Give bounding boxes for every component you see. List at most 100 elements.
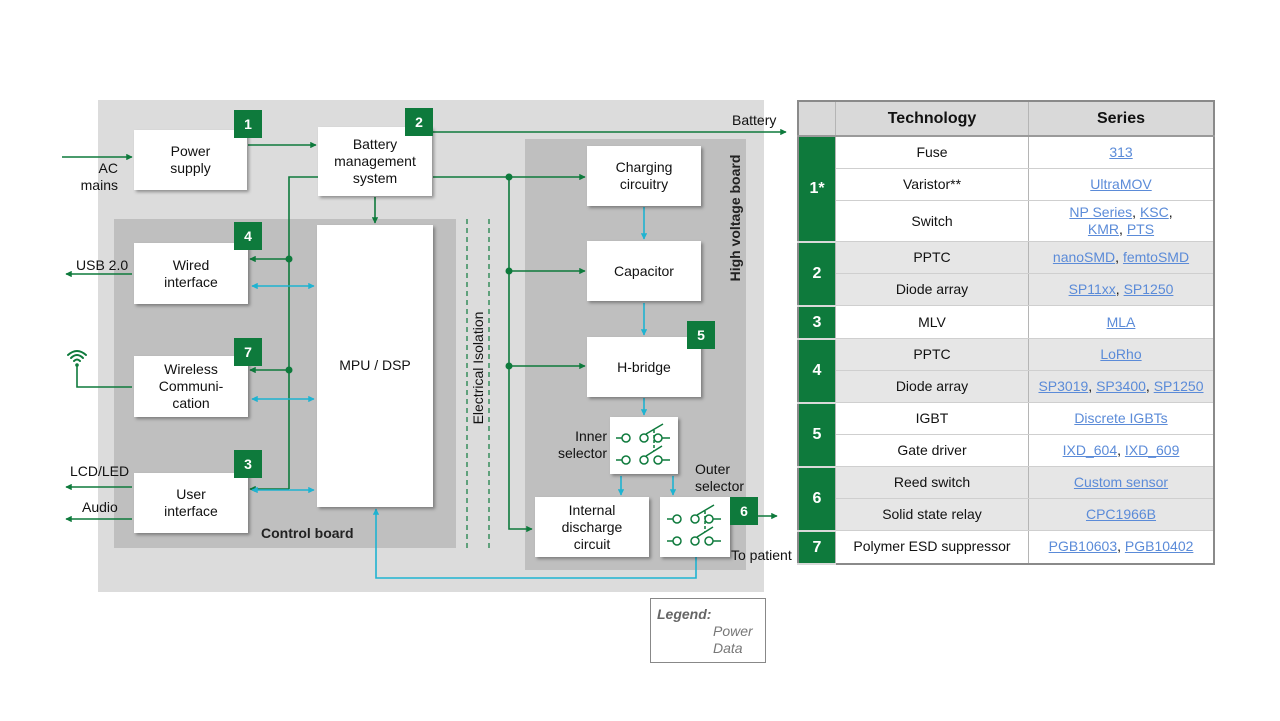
series-cell: SP11xx, SP1250	[1028, 273, 1215, 306]
discharge-block: Internal discharge circuit	[535, 497, 649, 557]
series-link[interactable]: IXD_604	[1062, 442, 1118, 458]
bms-block: Battery management system	[318, 127, 432, 196]
mpu-dsp-block: MPU / DSP	[317, 225, 433, 507]
series-link[interactable]: LoRho	[1100, 346, 1142, 362]
wired-interface-label: Wired interface	[164, 256, 218, 290]
technology-cell: PPTC	[835, 241, 1029, 274]
series-link[interactable]: IXD_609	[1124, 442, 1180, 458]
capacitor-block: Capacitor	[587, 241, 701, 301]
technology-cell: IGBT	[835, 402, 1029, 435]
series-link[interactable]: femtoSMD	[1122, 249, 1190, 265]
series-link[interactable]: PTS	[1126, 221, 1155, 237]
series-link[interactable]: Discrete IGBTs	[1074, 410, 1168, 426]
series-link[interactable]: SP11xx	[1068, 281, 1116, 297]
series-cell: nanoSMD, femtoSMD	[1028, 241, 1215, 274]
series-cell: IXD_604, IXD_609	[1028, 434, 1215, 467]
legend-data: Data	[713, 640, 743, 656]
badge-wireless: 7	[234, 338, 262, 366]
switch-icon	[616, 422, 670, 465]
badge-user-interface: 3	[234, 450, 262, 478]
series-link[interactable]: 313	[1109, 144, 1133, 160]
series-link[interactable]: nanoSMD	[1052, 249, 1116, 265]
header-series: Series	[1028, 101, 1215, 137]
series-cell: 313	[1028, 136, 1215, 169]
series-cell: PGB10603, PGB10402	[1028, 530, 1215, 564]
discharge-label: Internal discharge circuit	[561, 501, 623, 552]
technology-cell: MLV	[835, 305, 1029, 339]
series-link[interactable]: PGB10603	[1048, 538, 1118, 555]
group-number: 7	[798, 530, 836, 565]
wireless-label: Wireless Communi-cation	[158, 361, 224, 411]
series-cell: CPC1966B	[1028, 498, 1215, 531]
wifi-icon	[67, 350, 87, 367]
badge-power-supply: 1	[234, 110, 262, 138]
series-link[interactable]: SP1250	[1153, 378, 1204, 394]
series-link[interactable]: Custom sensor	[1073, 474, 1169, 490]
series-cell: NP Series, KSC, KMR, PTS	[1028, 200, 1215, 242]
technology-cell: Switch	[835, 200, 1029, 242]
series-cell: SP3019, SP3400, SP1250	[1028, 370, 1215, 403]
header-technology: Technology	[835, 101, 1029, 137]
group-number: 1*	[798, 136, 836, 243]
series-cell: MLA	[1028, 305, 1215, 339]
series-link[interactable]: PGB10402	[1124, 538, 1194, 555]
high-voltage-board-label: High voltage board	[727, 154, 743, 282]
table-row: 1*Fuse 313	[798, 136, 1215, 243]
charging-block: Charging circuitry	[587, 146, 701, 206]
outer-selector-block	[660, 497, 730, 557]
inner-selector-block	[610, 417, 678, 474]
usb-label: USB 2.0	[76, 257, 129, 273]
inner-selector-label: Inner selector	[557, 428, 607, 461]
legend-power: Power	[713, 623, 753, 639]
hbridge-label: H-bridge	[617, 358, 671, 375]
table-row: Solid state relay CPC1966B	[798, 498, 1215, 531]
badge-outer-selector: 6	[730, 497, 758, 525]
mpu-dsp-label: MPU / DSP	[339, 357, 411, 373]
group-number: 4	[798, 338, 836, 404]
header-id	[798, 101, 836, 137]
technology-cell: Polymer ESD suppressor	[835, 530, 1029, 564]
legend-title: Legend:	[657, 606, 712, 622]
series-cell: LoRho	[1028, 338, 1215, 371]
power-supply-label: Power supply	[170, 143, 211, 176]
badge-wired: 4	[234, 222, 262, 250]
series-link[interactable]: SP3400	[1096, 378, 1146, 394]
series-cell: UltraMOV	[1028, 168, 1215, 201]
series-link[interactable]: KMR	[1087, 221, 1120, 237]
series-link[interactable]: SP1250	[1123, 281, 1174, 297]
series-link[interactable]: NP Series	[1069, 204, 1133, 220]
capacitor-label: Capacitor	[614, 262, 674, 279]
table-header-row: Technology Series	[798, 101, 1215, 137]
hbridge-block: H-bridge	[587, 337, 701, 397]
series-link[interactable]: MLA	[1106, 313, 1136, 330]
group-number: 6	[798, 466, 836, 532]
user-interface-block: User interface	[134, 473, 248, 533]
group-number: 3	[798, 305, 836, 340]
power-supply-block: Power supply	[134, 130, 247, 190]
legend: Legend: Power Data	[650, 598, 766, 663]
outer-selector-label: Outer selector	[695, 461, 745, 494]
ac-mains-label: AC mains	[80, 160, 118, 193]
series-link[interactable]: CPC1966B	[1085, 506, 1157, 522]
battery-label: Battery	[732, 112, 777, 128]
series-link[interactable]: KSC	[1139, 204, 1169, 220]
technology-cell: Fuse	[835, 136, 1029, 169]
series-link[interactable]: UltraMOV	[1090, 176, 1152, 192]
technology-cell: Reed switch	[835, 466, 1029, 499]
lcd-label: LCD/LED	[70, 463, 130, 479]
technology-cell: Solid state relay	[835, 498, 1029, 531]
series-link[interactable]: SP3019	[1038, 378, 1089, 394]
switch-icon	[667, 504, 721, 546]
technology-cell: Diode array	[835, 273, 1029, 306]
bms-label: Battery management system	[334, 136, 416, 186]
